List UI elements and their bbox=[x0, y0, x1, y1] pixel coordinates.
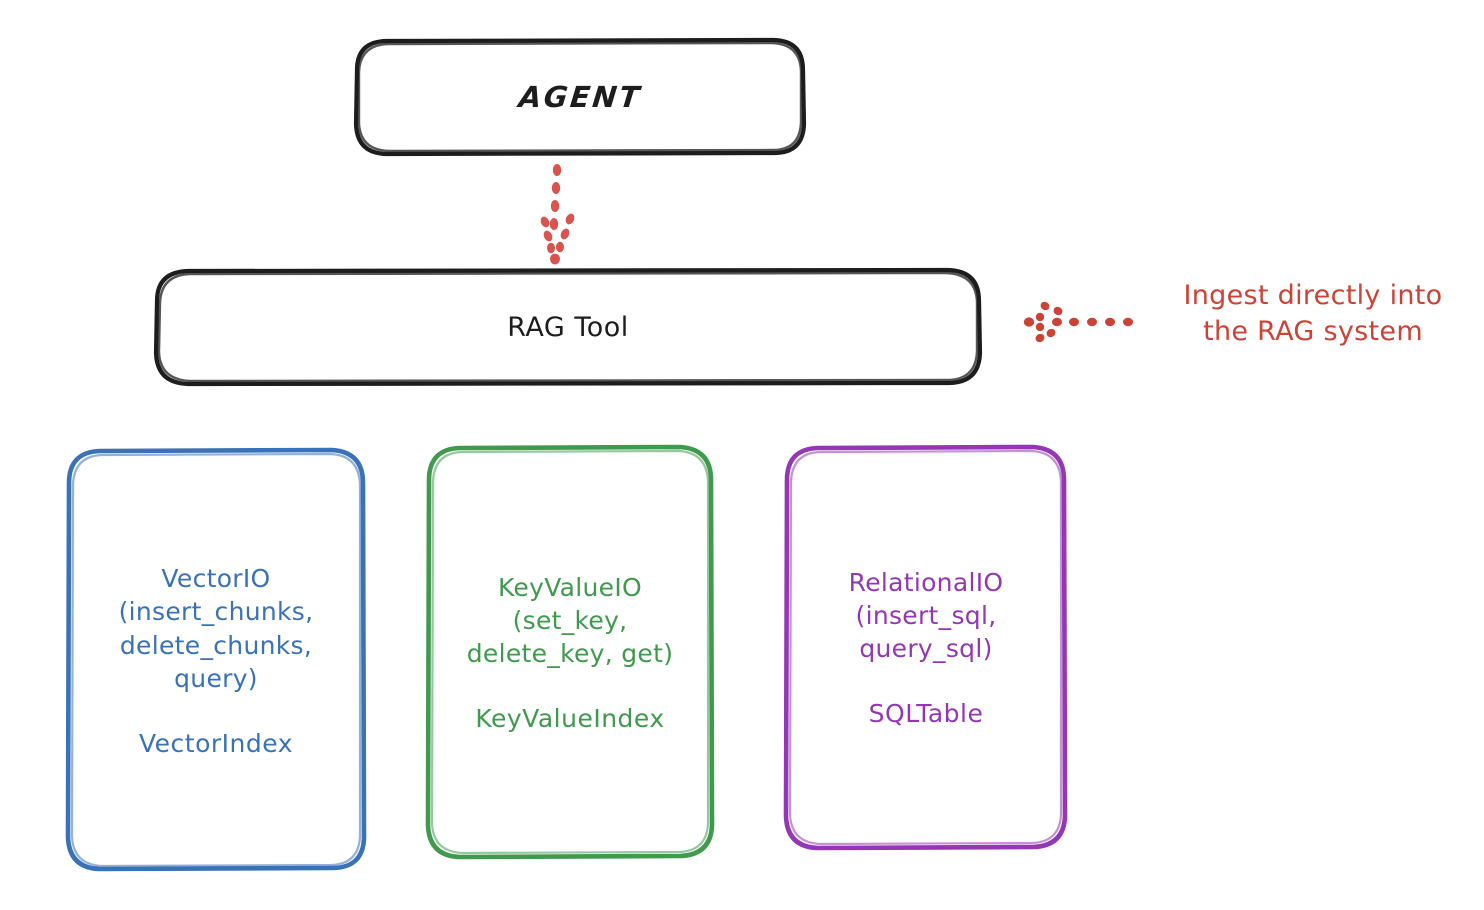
agent-to-rag-tool-connector bbox=[540, 164, 575, 265]
vector-io-title: VectorIO (insert_chunks, delete_chunks, … bbox=[118, 564, 314, 693]
vector-io-box-outline bbox=[65, 447, 367, 872]
key-value-index-label: KeyValueIndex bbox=[475, 704, 665, 734]
sql-table-label: SQLTable bbox=[868, 699, 984, 729]
relational-io-title: RelationalIO (insert_sql, query_sql) bbox=[848, 567, 1004, 664]
rag-tool-node[interactable]: RAG Tool bbox=[156, 270, 980, 384]
key-value-io-title: KeyValueIO (set_key, delete_key, get) bbox=[466, 572, 674, 669]
agent-box-outline bbox=[353, 37, 807, 157]
vector-index-label: VectorIndex bbox=[139, 729, 293, 758]
agent-label: AGENT bbox=[516, 80, 644, 114]
key-value-io-node[interactable]: KeyValueIO (set_key, delete_key, get) Ke… bbox=[428, 447, 712, 857]
rag-tool-box-outline bbox=[153, 267, 983, 387]
relational-io-node[interactable]: RelationalIO (insert_sql, query_sql) SQL… bbox=[787, 447, 1065, 847]
agent-node[interactable]: AGENT bbox=[356, 40, 804, 154]
vector-io-node[interactable]: VectorIO (insert_chunks, delete_chunks, … bbox=[68, 450, 364, 870]
ingest-arrow bbox=[1023, 301, 1133, 343]
relational-io-box-outline bbox=[783, 444, 1068, 851]
ingest-annotation-text: Ingest directly into the RAG system bbox=[1183, 280, 1443, 347]
rag-tool-label: RAG Tool bbox=[507, 311, 629, 343]
key-value-io-box-outline bbox=[425, 444, 715, 860]
